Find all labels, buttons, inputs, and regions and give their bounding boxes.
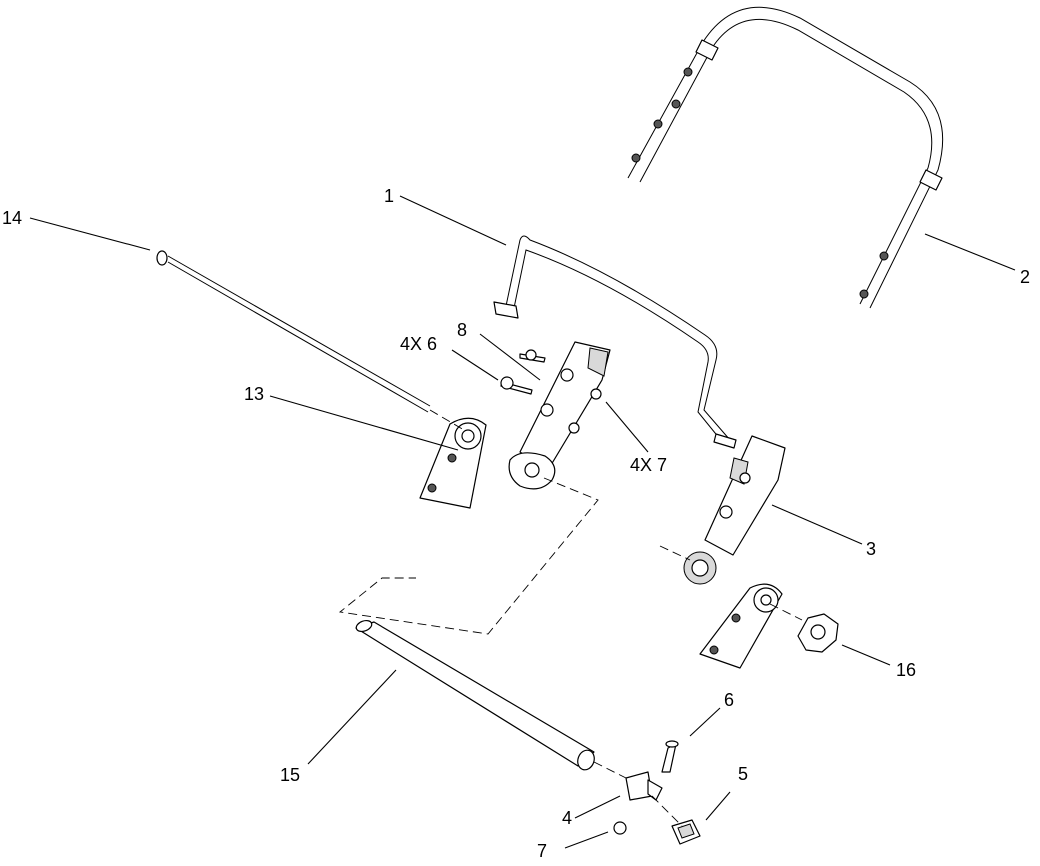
- part-small-nut: [613, 821, 627, 835]
- callout-4x7: 4X 7: [630, 455, 667, 475]
- part-tube: [355, 619, 595, 771]
- alignment-lines: [338, 477, 803, 827]
- part-pin: [661, 740, 679, 773]
- part-rod: [156, 250, 465, 431]
- callout-4x6: 4X 6: [400, 334, 437, 354]
- part-left-lower-bracket: [419, 417, 487, 509]
- leader-lines: [29, 195, 1016, 849]
- part-bolts: [500, 349, 546, 395]
- callout-5: 5: [738, 764, 748, 784]
- callout-6: 6: [724, 690, 734, 710]
- part-nuts: [568, 388, 602, 434]
- callout-7: 7: [537, 841, 547, 861]
- callout-4: 4: [562, 808, 572, 828]
- part-right-lower-bracket: [699, 583, 783, 669]
- part-right-upper-bracket: [683, 435, 786, 585]
- part-clamp: [625, 771, 663, 801]
- callout-1: 1: [384, 186, 394, 206]
- callout-13: 13: [244, 384, 264, 404]
- part-knob: [797, 613, 839, 653]
- callout-16: 16: [896, 660, 916, 680]
- callout-2: 2: [1020, 267, 1030, 287]
- callout-labels: 1 2 3 4 5 6 7 8 13 14 15 16 4X 6 4X 7: [2, 186, 1030, 861]
- part-clip: [671, 819, 701, 845]
- callout-8: 8: [457, 320, 467, 340]
- part-bail-wire: [493, 235, 737, 449]
- part-left-upper-bracket: [508, 341, 611, 490]
- callout-15: 15: [280, 765, 300, 785]
- callout-3: 3: [866, 539, 876, 559]
- part-upper-handle: [627, 6, 944, 309]
- callout-14: 14: [2, 208, 22, 228]
